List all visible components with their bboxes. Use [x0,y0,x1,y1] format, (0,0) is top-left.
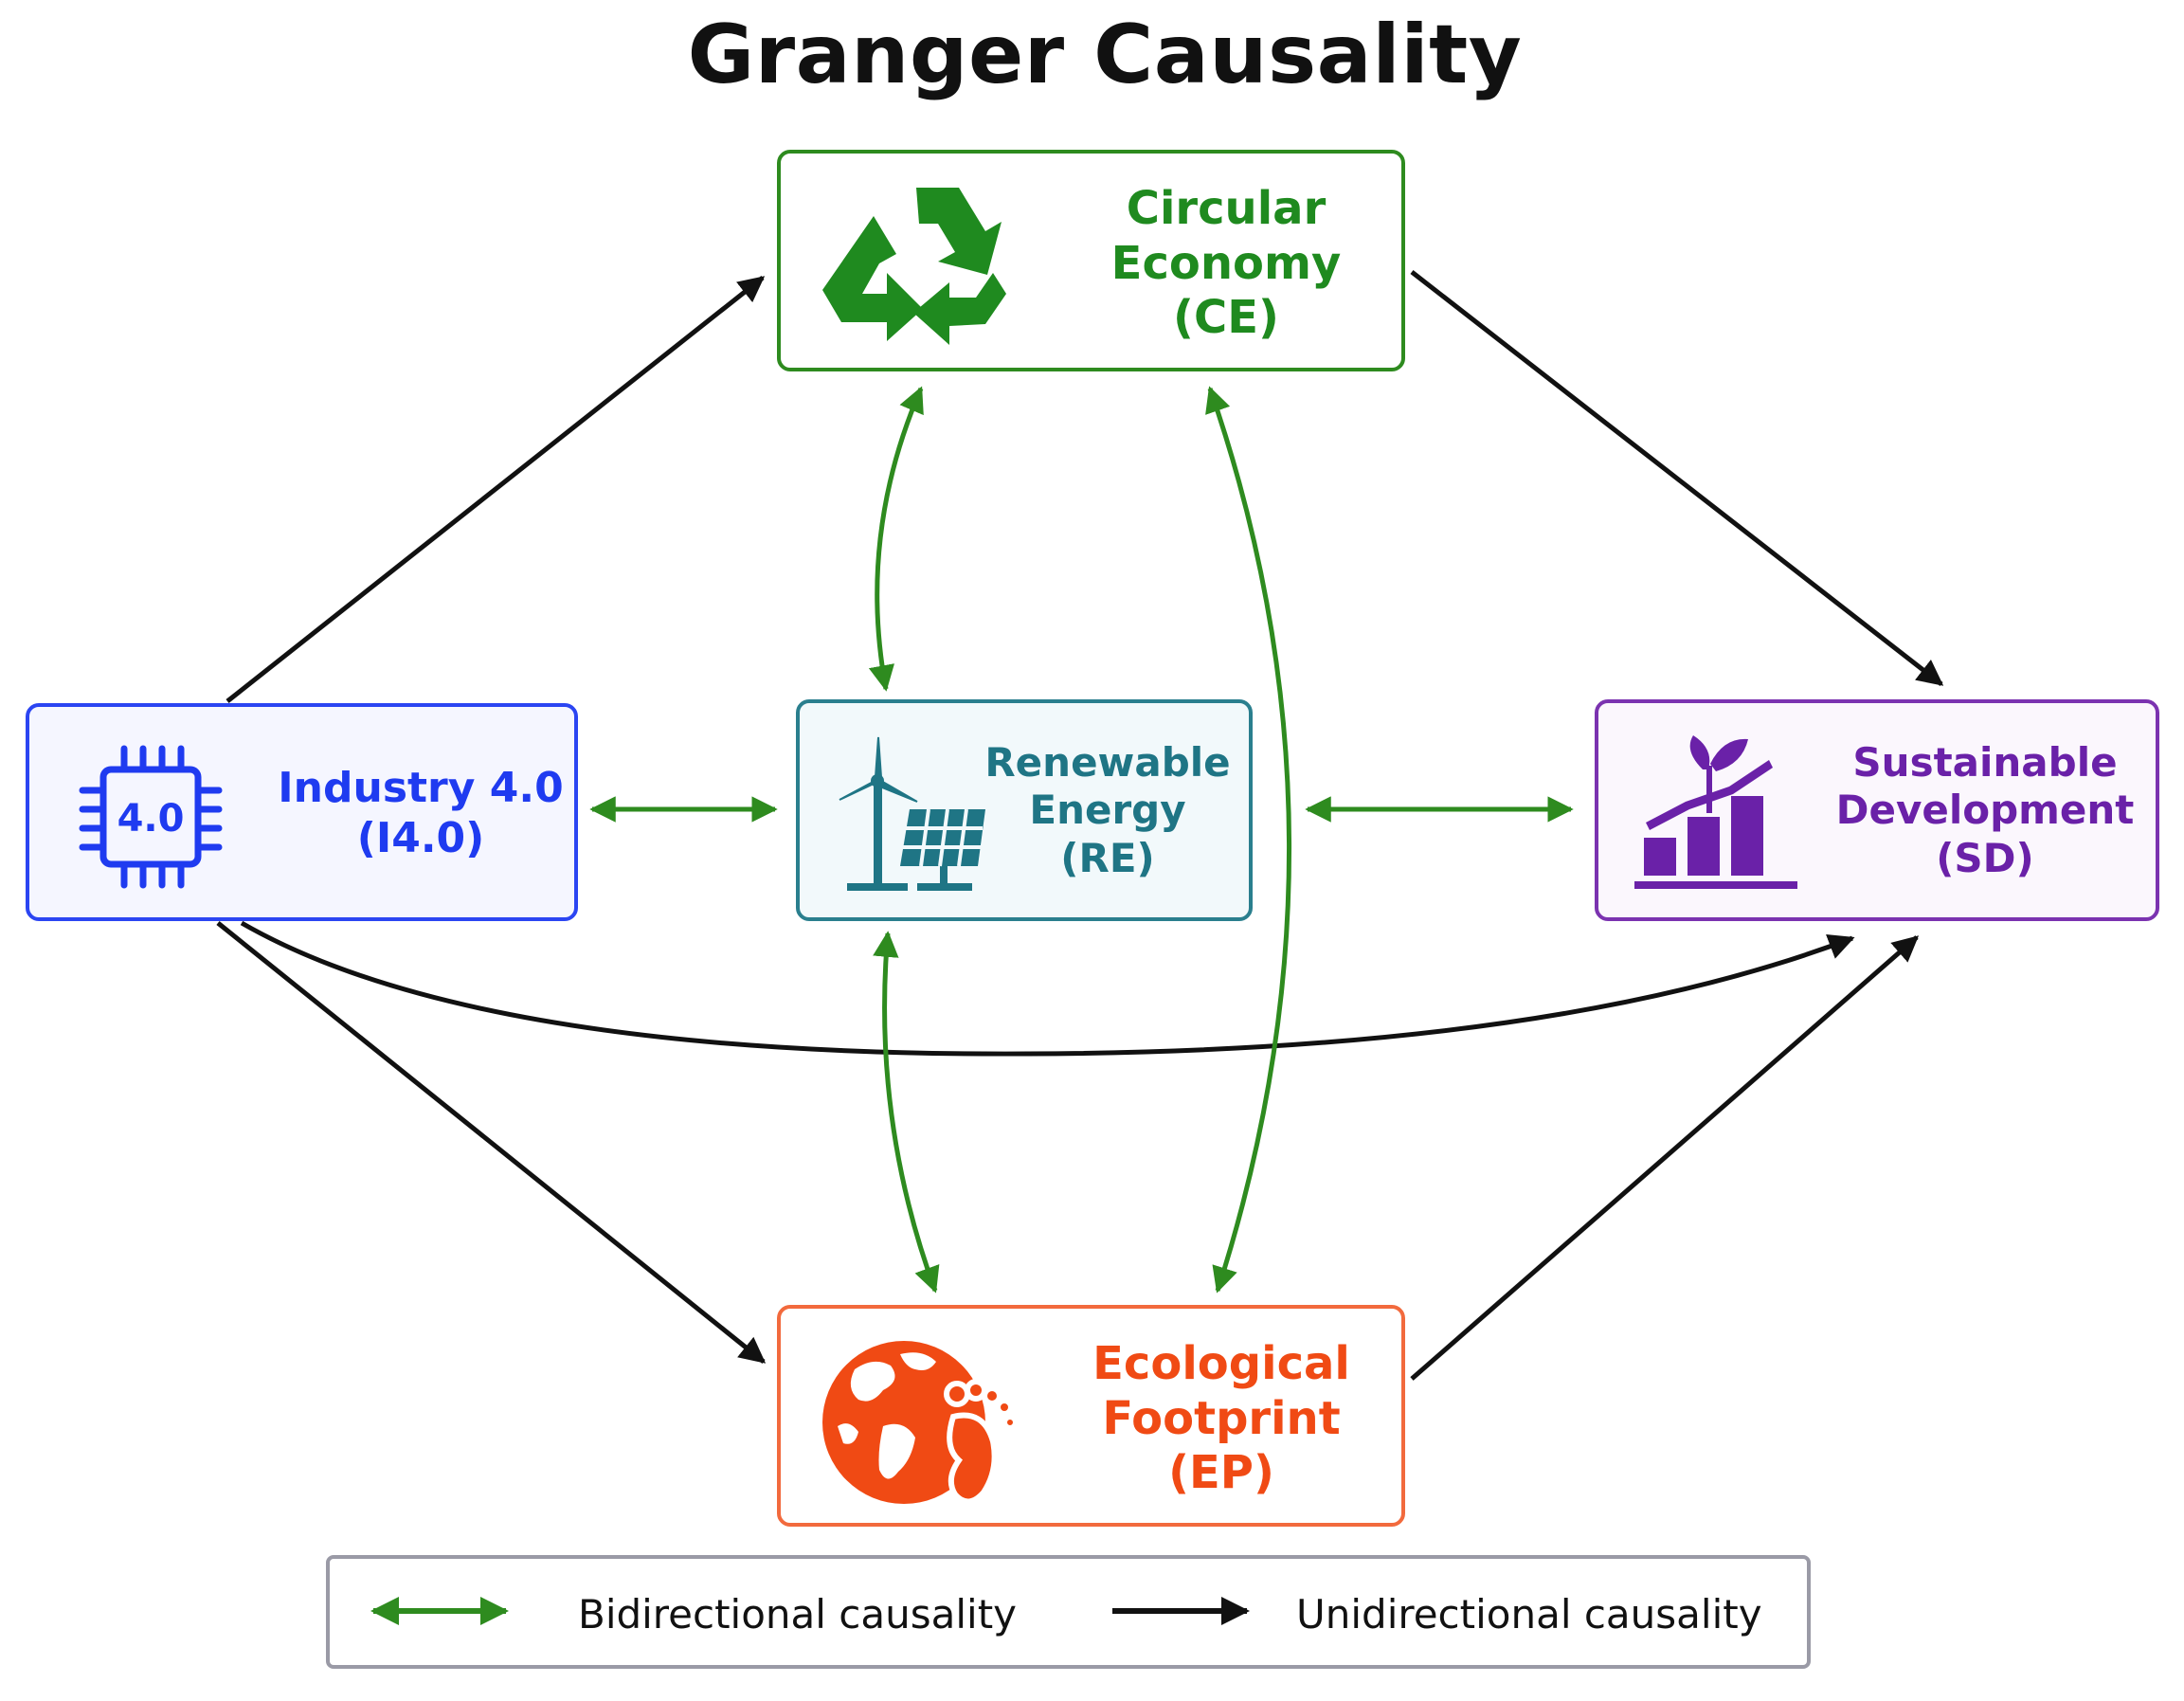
growth-chart-icon [1634,735,1797,889]
re-label: Renewable Energy (RE) [980,739,1236,882]
i40-label-line2: (I4.0) [356,813,485,862]
ce-label-line3: (CE) [1173,291,1279,345]
sd-label-line3: (SD) [1936,834,2034,881]
ce-label-line2: Economy [1110,236,1342,290]
re-label-line3: (RE) [1060,834,1155,881]
chip-icon-text: 4.0 [117,797,185,841]
legend-bidirectional-arrow [370,1597,509,1625]
wind-solar-icon [839,736,985,891]
ce-label: Circular Economy (CE) [1065,182,1387,346]
legend-bidirectional-label: Bidirectional causality [578,1591,1018,1638]
node-circular-economy: Circular Economy (CE) [777,150,1405,371]
sd-label-line2: Development [1835,787,2135,834]
sd-label-line1: Sustainable [1852,739,2118,786]
sd-label: Sustainable Development (SD) [1824,739,2146,882]
legend: Bidirectional causality Unidirectional c… [326,1555,1811,1669]
diagram-title: Granger Causality [687,8,1523,102]
ep-label: Ecological Footprint (EP) [1056,1337,1387,1501]
i40-label: Industry 4.0 (I4.0) [274,764,568,864]
re-label-line2: Energy [1029,787,1186,834]
edge-ce-to-sd [1410,270,1944,686]
edge-i40-to-ep [216,921,767,1364]
edge-ce-re [868,386,924,692]
edge-ep-to-sd [1410,935,1920,1381]
edge-re-ep [873,931,940,1294]
edge-i40-to-ce [226,276,766,703]
globe-footprint-icon [822,1341,1019,1505]
recycle-icon [822,188,1006,345]
ep-label-line3: (EP) [1168,1446,1274,1500]
node-ecological-footprint: Ecological Footprint (EP) [777,1305,1405,1527]
node-industry-4: 4.0 Industry 4.0 (I4.0) [26,703,578,921]
edge-ce-ep [1205,386,1291,1294]
node-renewable-energy: Renewable Energy (RE) [796,699,1253,921]
legend-unidirectional-label: Unidirectional causality [1296,1591,1762,1638]
i40-label-line1: Industry 4.0 [278,764,564,812]
node-sustainable-development: Sustainable Development (SD) [1595,699,2159,921]
ce-label-line1: Circular [1126,182,1327,235]
edge-i40-to-sd [240,920,1855,1057]
chip-icon: 4.0 [79,745,223,889]
legend-unidirectional-arrow [1112,1597,1250,1625]
ep-label-line2: Footprint [1102,1391,1341,1445]
re-label-line1: Renewable [984,739,1231,786]
ep-label-line1: Ecological [1092,1337,1350,1390]
